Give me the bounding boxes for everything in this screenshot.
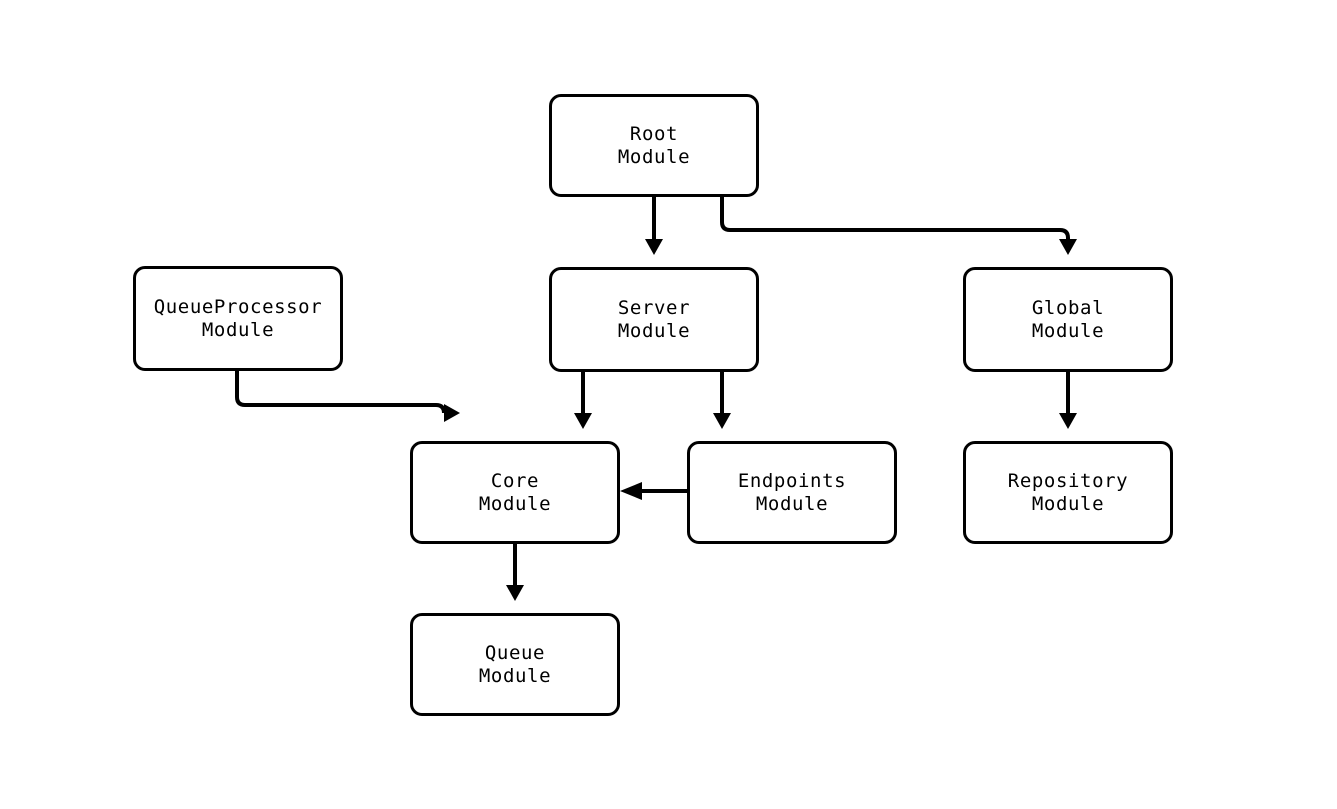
node-label-line1: Repository: [1007, 469, 1129, 492]
core-module-node[interactable]: Core Module: [410, 441, 620, 544]
node-label-line2: Module: [617, 319, 691, 342]
node-label-line2: Module: [478, 492, 552, 515]
node-label-line2: Module: [1031, 319, 1105, 342]
node-label-line1: Queue: [484, 641, 546, 664]
node-label-line1: Endpoints: [737, 469, 847, 492]
edge-endpoints-to-core: [620, 482, 687, 500]
node-label-line1: Root: [629, 122, 679, 145]
node-label-line1: Core: [490, 469, 540, 492]
edge-root-to-global: [720, 197, 1077, 255]
node-label-line1: Global: [1031, 296, 1105, 319]
node-label-line2: Module: [617, 145, 691, 168]
node-label-line2: Module: [755, 492, 829, 515]
queue-module-node[interactable]: Queue Module: [410, 613, 620, 716]
server-module-node[interactable]: Server Module: [549, 267, 759, 372]
node-label-line2: Module: [201, 318, 275, 341]
repository-module-node[interactable]: Repository Module: [963, 441, 1173, 544]
queueprocessor-module-node[interactable]: QueueProcessor Module: [133, 266, 343, 371]
global-module-node[interactable]: Global Module: [963, 267, 1173, 372]
endpoints-module-node[interactable]: Endpoints Module: [687, 441, 897, 544]
node-label-line2: Module: [1031, 492, 1105, 515]
node-label-line2: Module: [478, 664, 552, 687]
node-label-line1: QueueProcessor: [153, 295, 323, 318]
edge-queueprocessor-to-core: [235, 371, 453, 429]
root-module-node[interactable]: Root Module: [549, 94, 759, 197]
node-label-line1: Server: [617, 296, 691, 319]
